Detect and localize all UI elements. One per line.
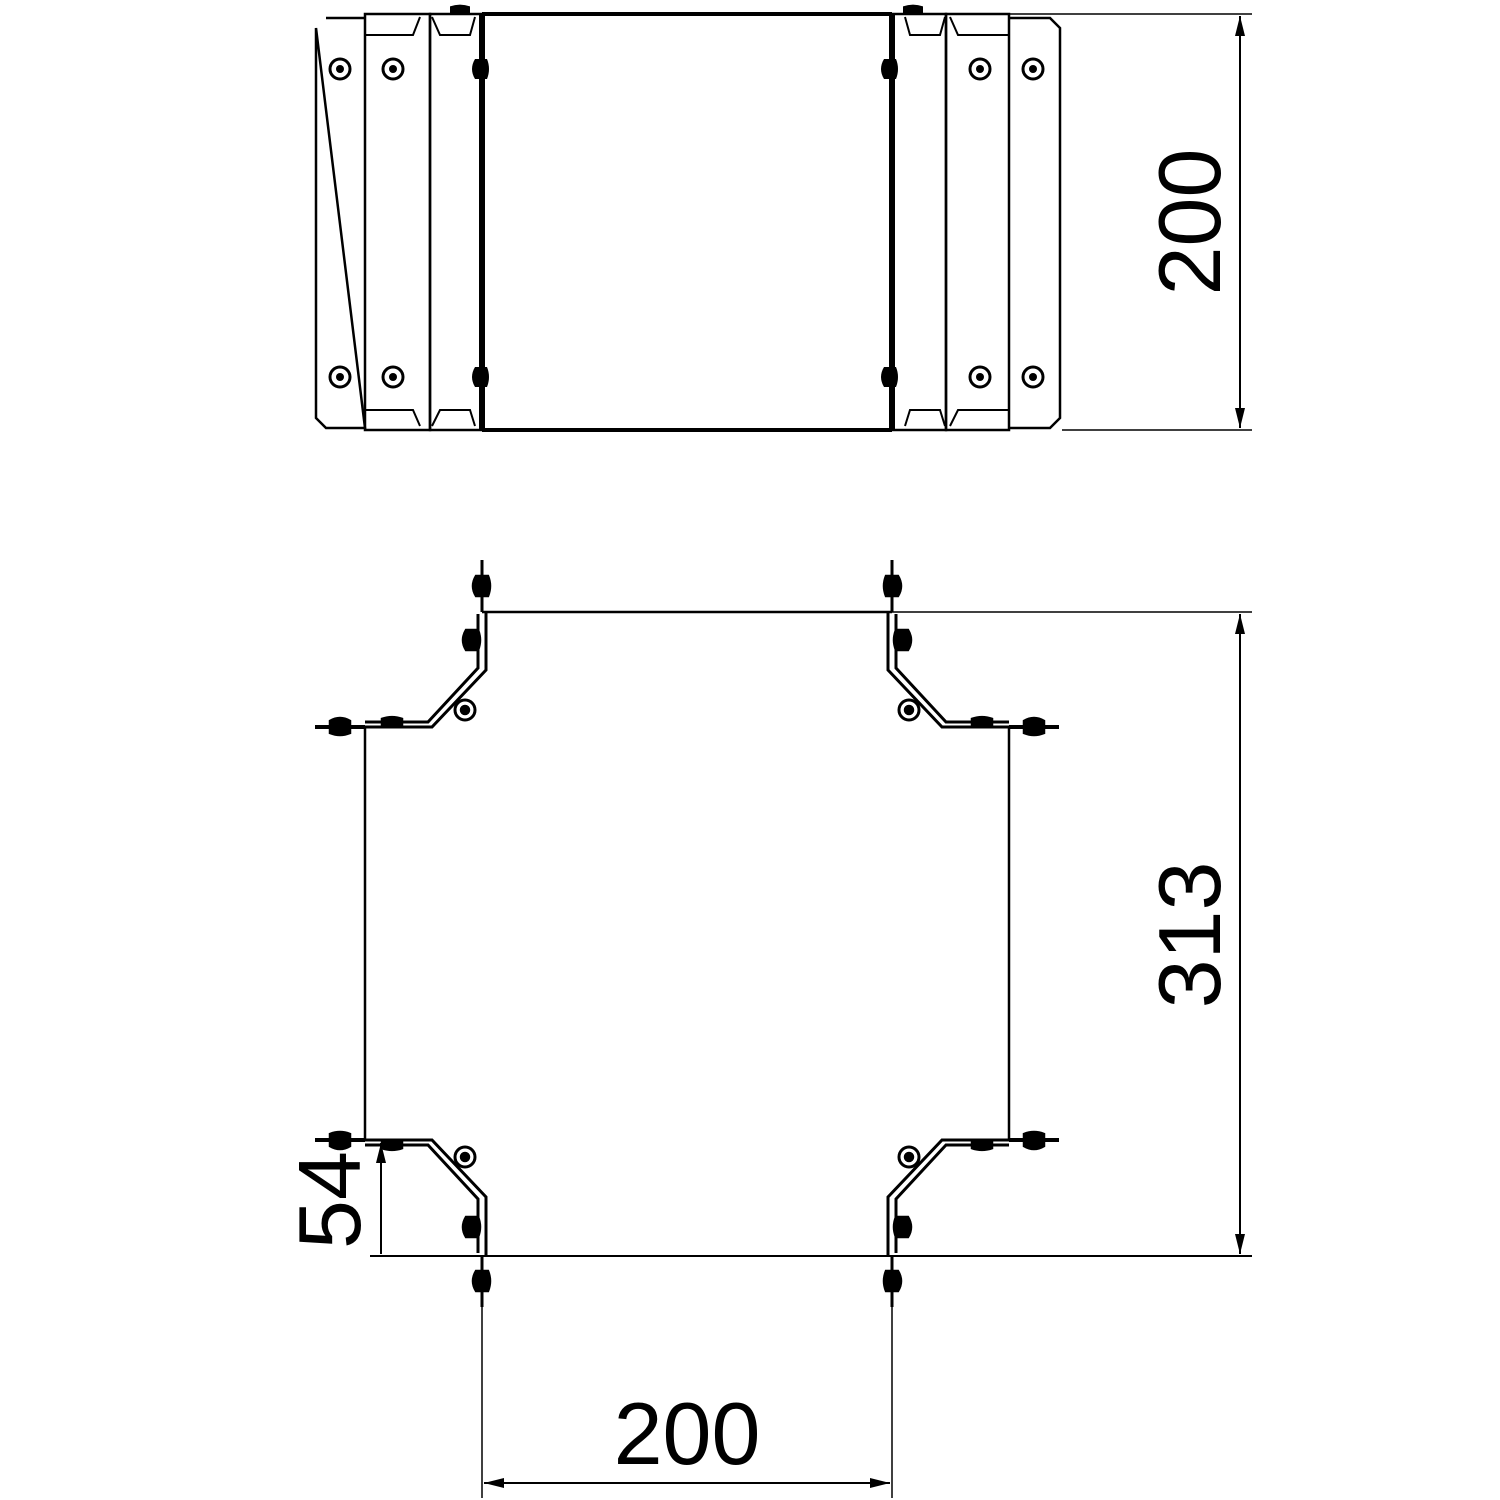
screw-head-icon bbox=[1021, 57, 1045, 81]
right-strip-inner bbox=[890, 12, 948, 432]
top-view bbox=[314, 12, 1252, 432]
screw-head-icon bbox=[381, 365, 405, 389]
offset-dimension-label: 54 bbox=[280, 1151, 379, 1249]
screw-side-icon bbox=[903, 4, 923, 15]
width-dimension-label: 200 bbox=[614, 1384, 761, 1483]
screw-side-icon bbox=[472, 367, 489, 387]
screw-head-icon bbox=[1021, 365, 1045, 389]
screw-head-icon bbox=[328, 57, 352, 81]
outer-plate bbox=[314, 16, 1062, 430]
screw-side-icon bbox=[881, 59, 898, 79]
top-height-dimension-label: 200 bbox=[1140, 149, 1239, 296]
depth-dimension-label: 313 bbox=[1140, 862, 1239, 1009]
top-view-screws bbox=[328, 4, 1045, 389]
screw-side-icon bbox=[450, 4, 470, 15]
screw-side-icon bbox=[472, 59, 489, 79]
screw-head-icon bbox=[328, 365, 352, 389]
right-strip-outer bbox=[944, 12, 1011, 432]
screw-head-icon bbox=[968, 57, 992, 81]
plan-view bbox=[315, 560, 1252, 1498]
corner-bracket bbox=[315, 560, 492, 737]
screw-head-icon bbox=[968, 365, 992, 389]
screw-side-icon bbox=[881, 367, 898, 387]
screw-head-icon bbox=[381, 57, 405, 81]
